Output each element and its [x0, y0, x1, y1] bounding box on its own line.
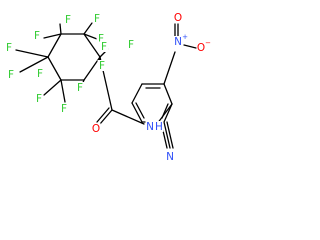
bond-18: [99, 109, 113, 125]
label-bg-F-left-upper-b: [32, 30, 42, 41]
atom-label-F-top-left-a: F: [65, 14, 71, 26]
bond-4: [47, 56, 62, 81]
atom-label-N-nitro: N: [174, 36, 182, 48]
label-bg-F-top-left-a: [63, 14, 73, 25]
bond-15: [60, 79, 66, 103]
atom-label-F-left-upper-a: F: [6, 42, 12, 54]
bond-7: [43, 33, 62, 39]
atom-label-N-amide: N: [146, 121, 154, 133]
label-bg-F-bottom-b: [59, 103, 69, 114]
bond-22: [163, 83, 173, 105]
label-bg-F-left-lower-a: [6, 69, 16, 80]
atom-label-F-right-upper: F: [101, 41, 107, 53]
bond-35: [163, 121, 171, 149]
bond-19: [96, 107, 110, 123]
bond-30: [161, 103, 169, 119]
atom-label-O-nitro-top: O: [174, 12, 182, 24]
atom-label-H-amide: H: [155, 121, 163, 133]
bonds: [15, 22, 197, 149]
label-bg-O-nitro-right: [196, 42, 206, 53]
bond-27: [163, 103, 173, 123]
bond-1: [83, 33, 101, 58]
bond-6: [59, 23, 62, 35]
bond-8: [83, 22, 93, 35]
bond-2: [83, 56, 101, 81]
bond-21: [156, 103, 173, 125]
bond-24: [131, 83, 143, 104]
bond-20: [111, 109, 145, 125]
bond-13: [19, 56, 49, 73]
label-bg-N-nitrile: [165, 151, 175, 162]
atom-label-N-nitro-charge: +: [182, 33, 188, 41]
label-bg-H-amide: [154, 121, 164, 132]
label-bg-F-top-right-a: [96, 33, 106, 44]
bond-14: [43, 79, 62, 96]
label-bg-F-left-upper-a: [4, 42, 14, 53]
label-bg-O-nitro-top: [173, 12, 183, 23]
bond-12: [15, 49, 49, 58]
bond-25: [131, 102, 143, 123]
bond-36: [166, 121, 174, 149]
label-bg-F-right-upper: [99, 41, 109, 52]
label-bg-F-left-lower-b: [35, 68, 45, 79]
label-bg-F-bottom-c: [75, 82, 85, 93]
atom-label-F-left-upper-b: F: [34, 30, 40, 42]
atom-label-O-carbonyl: O: [92, 123, 100, 135]
atom-label-F-top-right-a: F: [98, 33, 104, 45]
atom-label-O-nitro-charge: −: [205, 39, 211, 47]
atom-label-O-nitro-right: O: [197, 42, 205, 54]
bond-34: [183, 44, 197, 49]
atom-label-N-nitrile: N: [166, 151, 174, 163]
label-bg-F-top-right-b: [126, 39, 136, 50]
atom-label-F-bottom-a: F: [36, 93, 42, 105]
atom-label-F-left-lower-a: F: [8, 69, 14, 81]
label-bg-N-nitro: [173, 36, 183, 47]
bond-31: [163, 51, 176, 85]
atom-label-F-right-lower: F: [99, 60, 105, 72]
atom-label-F-top-right-b: F: [128, 39, 134, 51]
label-bg-N-amide: [145, 121, 155, 132]
label-bg-F-right-lower: [97, 60, 107, 71]
atom-label-F-left-lower-b: F: [37, 68, 43, 80]
label-bg-F-top-left-b: [92, 13, 102, 24]
atom-label-F-bottom-b: F: [61, 103, 67, 115]
atom-label-F-top-left-b: F: [94, 13, 100, 25]
bond-29: [135, 102, 145, 119]
bond-5: [47, 33, 62, 58]
label-bg-O-carbonyl: [91, 123, 101, 134]
atom-label-F-bottom-c: F: [77, 82, 83, 94]
label-bg-F-bottom-a: [34, 93, 44, 104]
bond-9: [83, 33, 98, 40]
